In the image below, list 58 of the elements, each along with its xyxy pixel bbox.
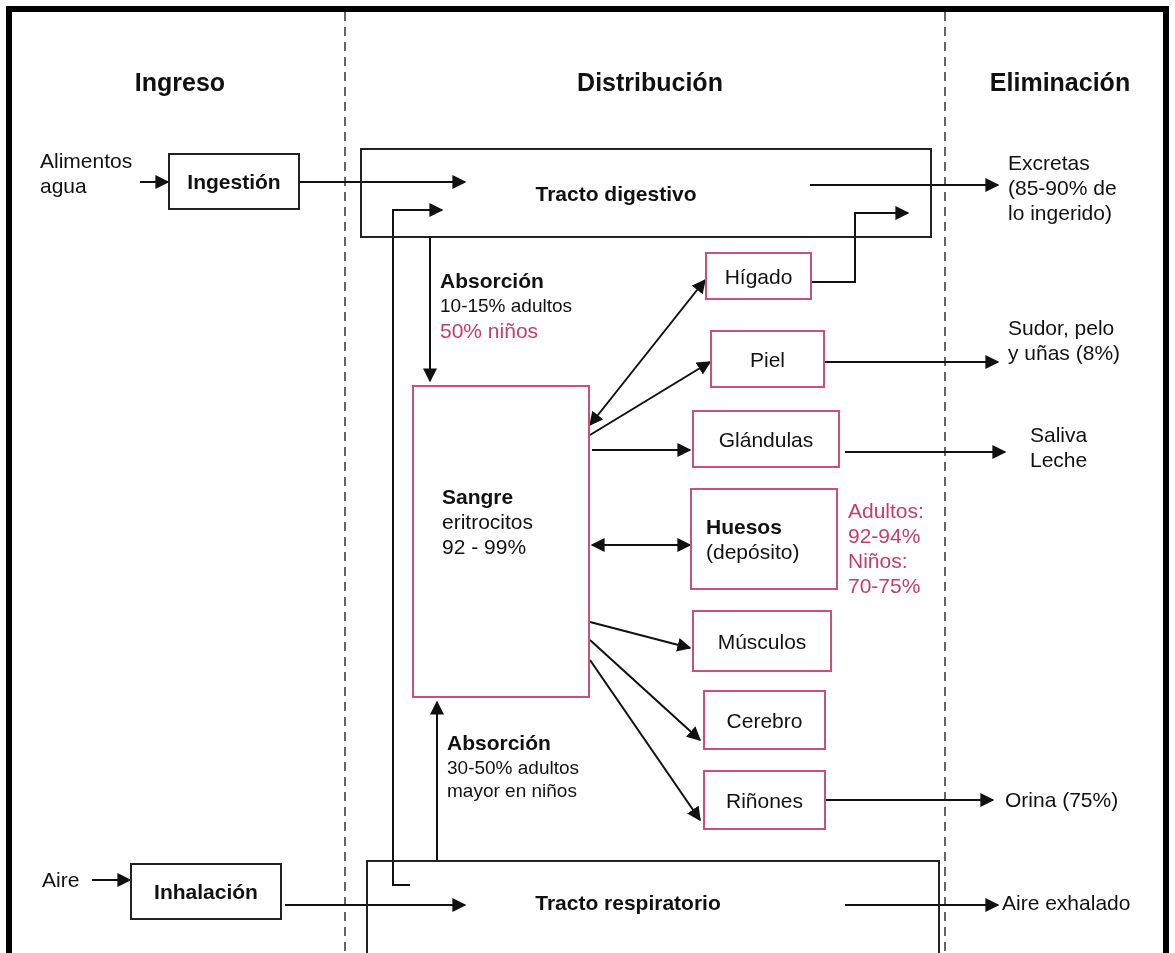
note-text: 50% niños	[440, 318, 540, 343]
arrow	[844, 445, 1007, 459]
box-label: Cerebro	[726, 707, 803, 733]
box-label: Piel	[750, 346, 785, 372]
box-label: Tracto digestivo	[535, 180, 697, 206]
note-text: Adultos: 92-94% Niños: 70-75%	[848, 498, 925, 598]
arrow	[91, 873, 132, 887]
arrow	[423, 237, 437, 383]
organ-box	[412, 385, 590, 698]
arrow	[589, 659, 701, 822]
organ-box	[690, 488, 838, 590]
box-label: eritrocitos 92 - 99%	[442, 509, 535, 559]
text-label: Sudor, pelo y uñas (8%)	[1008, 315, 1128, 365]
column-heading: Distribución	[576, 70, 724, 95]
organ-box	[710, 330, 825, 388]
organ-box	[705, 252, 812, 300]
text-label: Aire	[42, 867, 92, 892]
tract-box	[366, 860, 940, 953]
tract-box	[360, 148, 932, 238]
text-label: Saliva Leche	[1030, 422, 1105, 472]
arrow	[591, 443, 692, 457]
box-label: Ingestión	[187, 169, 281, 194]
box-label: Inhalación	[154, 879, 258, 904]
organ-box	[703, 690, 826, 750]
box-label: Huesos	[706, 514, 782, 539]
arrow	[139, 175, 170, 189]
arrow	[589, 361, 712, 436]
organ-box	[703, 770, 826, 830]
text-label: Aire exhalado	[1002, 890, 1167, 915]
arrow	[590, 538, 692, 552]
text-label: Orina (75%)	[1005, 787, 1165, 812]
box-label: Hígado	[724, 263, 793, 289]
column-heading: Ingreso	[133, 70, 227, 95]
arrow	[589, 639, 702, 741]
organ-box	[692, 410, 840, 468]
arrow	[392, 203, 444, 886]
organ-box	[692, 610, 832, 672]
process-box	[168, 153, 300, 210]
arrow	[824, 355, 1000, 369]
column-heading: Eliminación	[988, 70, 1132, 95]
arrow	[284, 898, 467, 912]
box-label: Músculos	[717, 628, 807, 654]
text-label: Alimentos agua	[40, 148, 140, 198]
arrow	[589, 621, 692, 652]
process-box	[130, 863, 282, 920]
arrow	[809, 178, 1000, 192]
box-label: Riñones	[725, 787, 804, 813]
arrow	[299, 175, 467, 189]
box-label: Sangre	[442, 484, 514, 509]
arrow	[811, 206, 910, 283]
arrow	[589, 278, 706, 427]
box-label: Glándulas	[718, 426, 814, 452]
box-label: (depósito)	[706, 539, 800, 564]
text-label: Excretas (85-90% de lo ingerido)	[1008, 150, 1126, 225]
arrow	[844, 898, 1000, 912]
arrow	[430, 700, 444, 861]
arrow	[825, 793, 995, 807]
box-label: Tracto respiratorio	[535, 890, 721, 915]
